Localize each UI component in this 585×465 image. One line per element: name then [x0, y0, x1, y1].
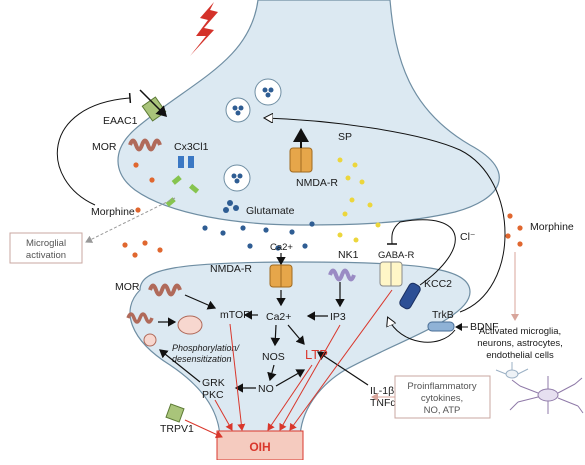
kcc2-gaba-inhibition — [386, 219, 456, 286]
feedback-arrow-to-presynaptic — [265, 118, 506, 313]
nmdar-post-label: NMDA-R — [210, 263, 252, 275]
grk-label: GRK — [202, 377, 225, 389]
vesicle-glutamate-contents — [231, 87, 274, 184]
bdnf-label: BDNF — [470, 321, 499, 333]
mor-post-label: MOR — [115, 281, 140, 293]
morphine-right-label: Morphine — [530, 221, 574, 233]
bdnf-kcc2-arrow — [388, 318, 456, 343]
nmdar-presynaptic-channel — [289, 147, 313, 173]
ca2-center-label: Ca2+ — [266, 311, 291, 323]
trkb-label: TrkB — [432, 309, 454, 321]
astrocyte-icon — [495, 362, 529, 379]
eaac1-label: EAAC1 — [103, 115, 138, 127]
morphine-pre-label: Morphine — [91, 206, 135, 218]
microglial-activation-box — [9, 232, 83, 264]
kcc2-label: KCC2 — [424, 278, 452, 290]
nk1-receptor — [328, 268, 356, 282]
mor-postsynaptic-receptor — [148, 283, 182, 297]
cx3cl1-fragments — [165, 175, 200, 207]
ca2-channel-label: Ca2+ — [270, 242, 293, 253]
ltp-label: LTP — [305, 347, 328, 362]
activated-line1: Activated microglia, — [479, 326, 561, 337]
glutamate-label: Glutamate — [246, 205, 295, 217]
presynaptic-terminal — [117, 0, 500, 226]
cytokines-line1: Proinflammatory — [407, 381, 476, 392]
ip3-label: IP3 — [330, 311, 346, 323]
mor-presynaptic-receptor — [128, 138, 162, 152]
cx3cl1-marker — [178, 156, 184, 168]
activated-line3: endothelial cells — [486, 350, 554, 361]
mtor-label: mTOR — [220, 309, 251, 321]
microglia-cell-icon — [509, 376, 584, 414]
cl-label: Cl⁻ — [460, 231, 476, 243]
nk1-label: NK1 — [338, 249, 359, 261]
cytokines-line3: NO, ATP — [424, 405, 461, 416]
mor-vesicle — [177, 315, 203, 335]
eaac1-arrow — [139, 89, 168, 118]
il1b-label: IL-1β — [370, 385, 394, 397]
microglial-line1: Microglial — [26, 238, 66, 249]
sp-label: SP — [338, 131, 352, 143]
no-label: NO — [258, 383, 274, 395]
lightning-bolt-icon — [190, 2, 218, 56]
pkc-label: PKC — [202, 389, 224, 401]
cytokines-line2: cytokines, — [421, 393, 463, 404]
gabar-channel — [379, 261, 403, 287]
nmdar-pre-label: NMDA-R — [296, 177, 338, 189]
mor-internalized — [126, 312, 154, 324]
nos-label: NOS — [262, 351, 285, 363]
glutamate-molecules — [202, 200, 315, 251]
mor-eaac1-inhibition — [56, 92, 132, 206]
trkb-receptor — [427, 321, 455, 332]
gabar-label: GABA-R — [378, 250, 415, 261]
trpv1-label: TRPV1 — [160, 423, 194, 435]
activated-line2: neurons, astrocytes, — [477, 338, 563, 349]
cx3cl1-label: Cx3Cl1 — [174, 141, 209, 153]
kcc2-transporter — [399, 282, 421, 310]
morphine-molecules — [122, 162, 523, 258]
microglial-line2: activation — [26, 250, 66, 261]
synaptic-vesicles — [223, 78, 282, 192]
tnfa-label: TNFα — [370, 397, 396, 409]
oih-red-arrows — [184, 289, 393, 439]
nmdar-postsynaptic-channel — [269, 264, 293, 288]
oih-label: OIH — [249, 440, 270, 454]
mor-pre-label: MOR — [92, 141, 117, 153]
phospho-line1: Phosphorylation/ — [172, 343, 241, 353]
trpv1-channel — [165, 403, 185, 423]
oih-box — [216, 430, 304, 461]
microglial-activation-arrow — [85, 197, 176, 243]
sp-molecules — [337, 157, 381, 243]
phospho-line2: desensitization — [172, 354, 232, 364]
cytokines-box — [394, 375, 491, 419]
